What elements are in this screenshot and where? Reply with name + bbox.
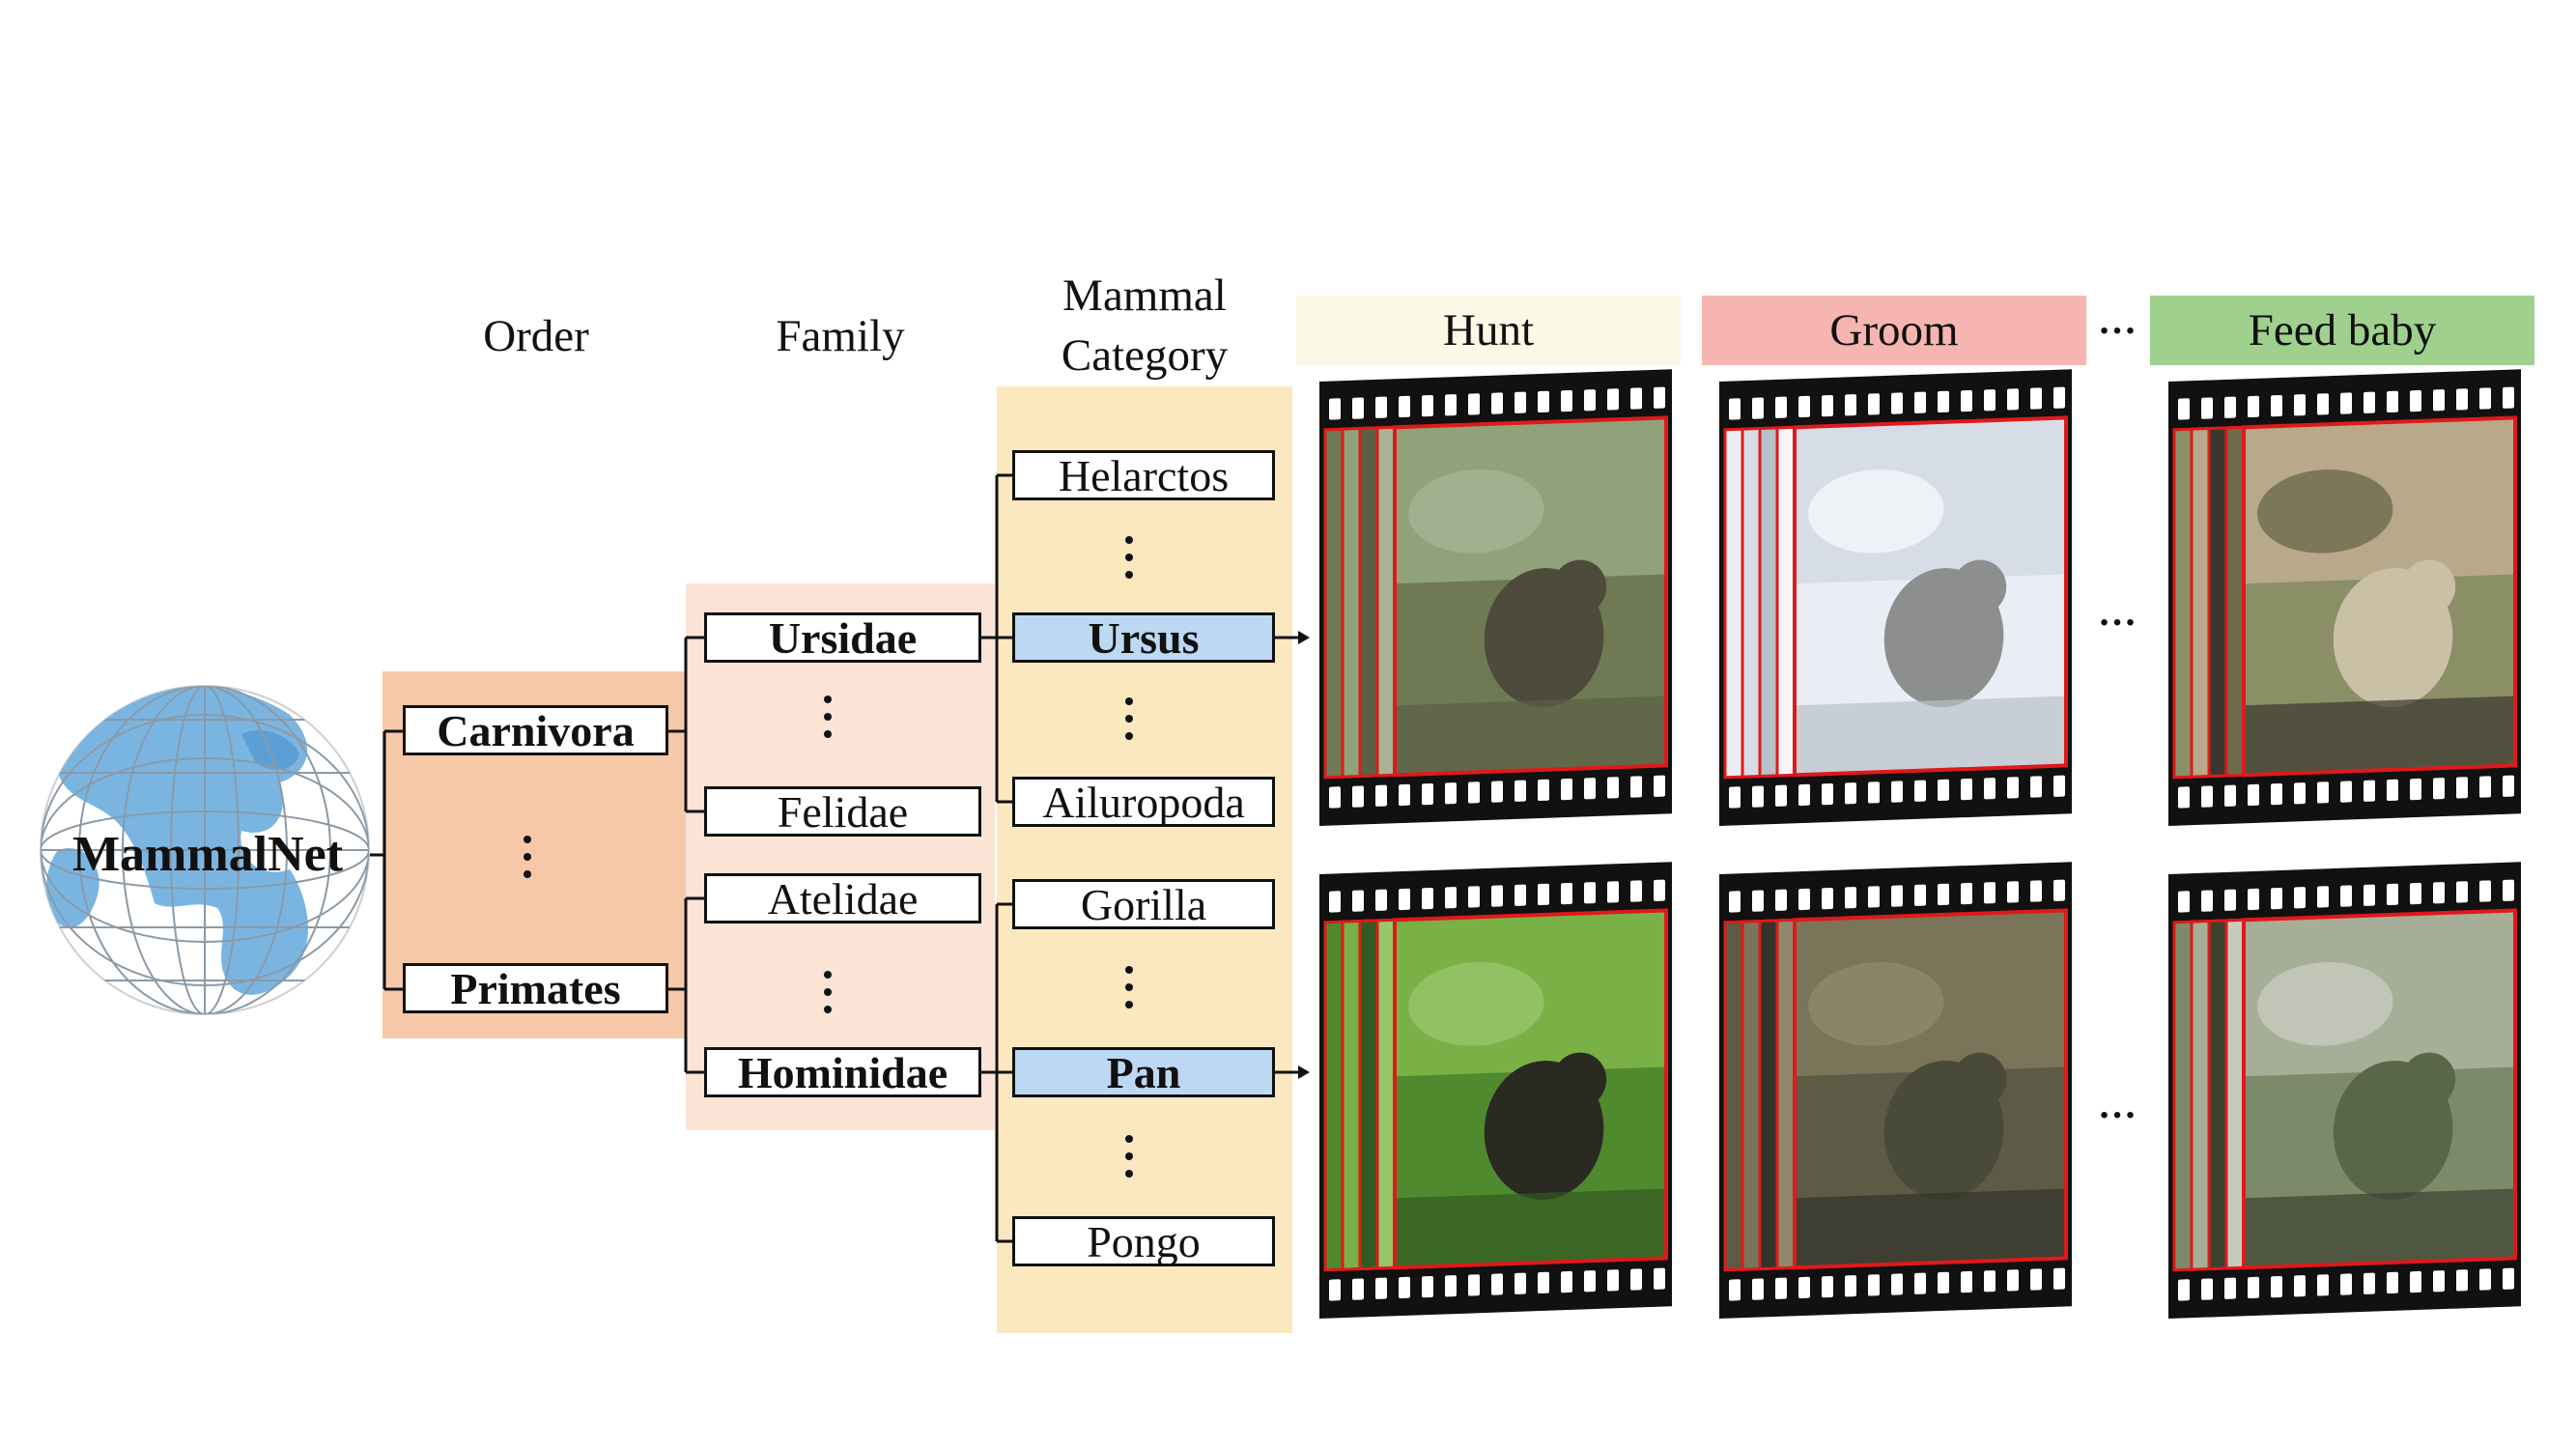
category-header: Mammal Category <box>1061 270 1229 381</box>
category-box-pongo: Pongo <box>1012 1216 1275 1266</box>
film-strip <box>2168 369 2521 826</box>
family-box-atelidae: Atelidae <box>704 873 981 923</box>
film-strip <box>1719 862 2072 1319</box>
film-strip <box>1719 369 2072 826</box>
film-strip <box>2168 862 2521 1319</box>
behavior-ellipsis: … <box>2098 298 2138 342</box>
behavior-header-groom: Groom <box>1702 296 2086 365</box>
film-strip <box>1319 369 1672 826</box>
order-vdots <box>520 836 535 888</box>
row2-ellipsis: … <box>2098 1083 2138 1126</box>
category-vdots-2 <box>1121 697 1137 750</box>
family-box-felidae: Felidae <box>704 786 981 837</box>
category-vdots-3 <box>1121 966 1137 1018</box>
category-vdots-1 <box>1121 536 1137 588</box>
order-box-primates: Primates <box>403 963 668 1013</box>
category-band <box>997 386 1292 1333</box>
category-box-ursus: Ursus <box>1012 612 1275 663</box>
order-box-carnivora: Carnivora <box>403 705 668 755</box>
row1-ellipsis: … <box>2098 590 2138 634</box>
category-box-ailuropoda: Ailuropoda <box>1012 777 1275 827</box>
category-box-helarctos: Helarctos <box>1012 450 1275 500</box>
category-box-pan: Pan <box>1012 1047 1275 1097</box>
behavior-header-feed-baby: Feed baby <box>2150 296 2534 365</box>
family-band <box>686 583 995 1130</box>
family-vdots-2 <box>820 971 835 1023</box>
order-header: Order <box>483 311 589 361</box>
family-vdots-1 <box>820 696 835 748</box>
behavior-header-hunt: Hunt <box>1296 296 1681 365</box>
family-box-hominidae: Hominidae <box>704 1047 981 1097</box>
family-box-ursidae: Ursidae <box>704 612 981 663</box>
mammalnet-title: MammalNet <box>71 827 344 882</box>
category-box-gorilla: Gorilla <box>1012 879 1275 929</box>
family-header: Family <box>776 311 905 361</box>
film-strip <box>1319 862 1672 1319</box>
category-vdots-4 <box>1121 1135 1137 1187</box>
